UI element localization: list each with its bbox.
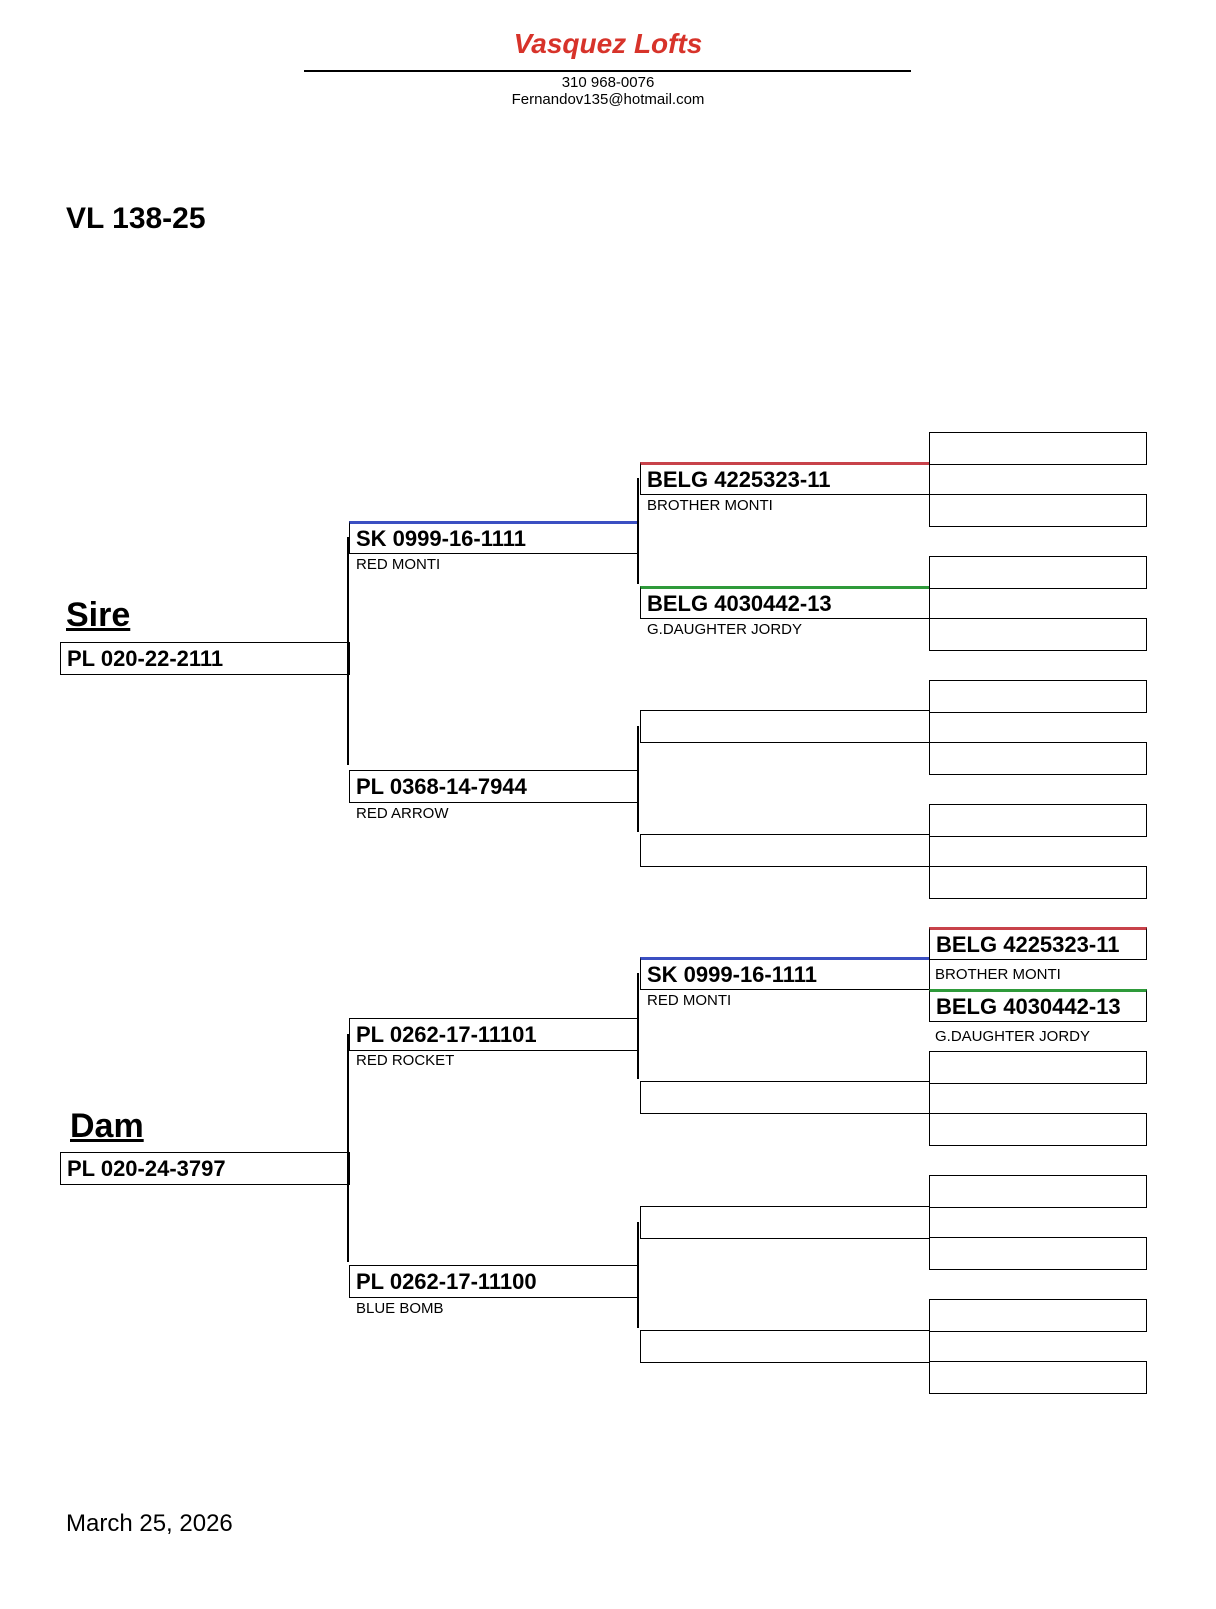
sire-dam-band: PL 0368-14-7944	[349, 770, 639, 803]
dam-connector	[347, 1034, 349, 1262]
contact-phone: 310 968-0076	[561, 74, 655, 91]
sdd-empty-box	[640, 834, 930, 867]
print-date: March 25, 2026	[66, 1510, 233, 1537]
header-divider	[304, 70, 911, 72]
dam-dam-connector	[637, 1222, 639, 1328]
dam-dam-name: BLUE BOMB	[356, 1300, 444, 1317]
dam-band: PL 020-24-3797	[60, 1152, 350, 1185]
dds-empty-box	[640, 1206, 930, 1239]
g4-empty-box-4	[929, 618, 1147, 651]
dss-name: RED MONTI	[647, 992, 732, 1009]
sire-sire-name: RED MONTI	[356, 556, 441, 573]
dssd-name: G.DAUGHTER JORDY	[935, 1028, 1091, 1045]
dsss-band: BELG 4225323-11	[929, 927, 1147, 960]
sire-connector	[347, 537, 349, 765]
sire-label: Sire	[66, 596, 131, 634]
sire-dam-connector	[637, 726, 639, 832]
loft-name: Vasquez Lofts	[513, 28, 703, 59]
sss-name: BROTHER MONTI	[647, 497, 773, 514]
ddd-empty-box	[640, 1330, 930, 1363]
sss-band: BELG 4225323-11	[640, 462, 930, 495]
g4-empty-box-11	[929, 1051, 1147, 1084]
pedigree-id: VL 138-25	[66, 202, 206, 235]
ssd-band: BELG 4030442-13	[640, 586, 930, 619]
g4-empty-box-2	[929, 494, 1147, 527]
contact-email: Fernandov135@hotmail.com	[511, 91, 705, 108]
g4-empty-box-7	[929, 804, 1147, 837]
sds-empty-box	[640, 710, 930, 743]
g4-empty-box-1	[929, 432, 1147, 465]
sire-dam-name: RED ARROW	[356, 805, 449, 822]
dam-sire-name: RED ROCKET	[356, 1052, 455, 1069]
sire-sire-band: SK 0999-16-1111	[349, 521, 639, 554]
g4-empty-box-3	[929, 556, 1147, 589]
g4-empty-box-13	[929, 1175, 1147, 1208]
g4-empty-box-12	[929, 1113, 1147, 1146]
g4-empty-box-8	[929, 866, 1147, 899]
dam-label: Dam	[70, 1107, 144, 1145]
dam-sire-connector	[637, 973, 639, 1079]
ssd-name: G.DAUGHTER JORDY	[647, 621, 803, 638]
dsd-empty-box	[640, 1081, 930, 1114]
g4-empty-box-15	[929, 1299, 1147, 1332]
dssd-band: BELG 4030442-13	[929, 989, 1147, 1022]
dam-sire-band: PL 0262-17-11101	[349, 1018, 639, 1051]
sire-band: PL 020-22-2111	[60, 642, 350, 675]
g4-empty-box-14	[929, 1237, 1147, 1270]
dss-band: SK 0999-16-1111	[640, 957, 930, 990]
g4-empty-box-16	[929, 1361, 1147, 1394]
g4-empty-box-5	[929, 680, 1147, 713]
dsss-name: BROTHER MONTI	[935, 966, 1061, 983]
dam-dam-band: PL 0262-17-11100	[349, 1265, 639, 1298]
sire-sire-connector	[637, 478, 639, 584]
g4-empty-box-6	[929, 742, 1147, 775]
